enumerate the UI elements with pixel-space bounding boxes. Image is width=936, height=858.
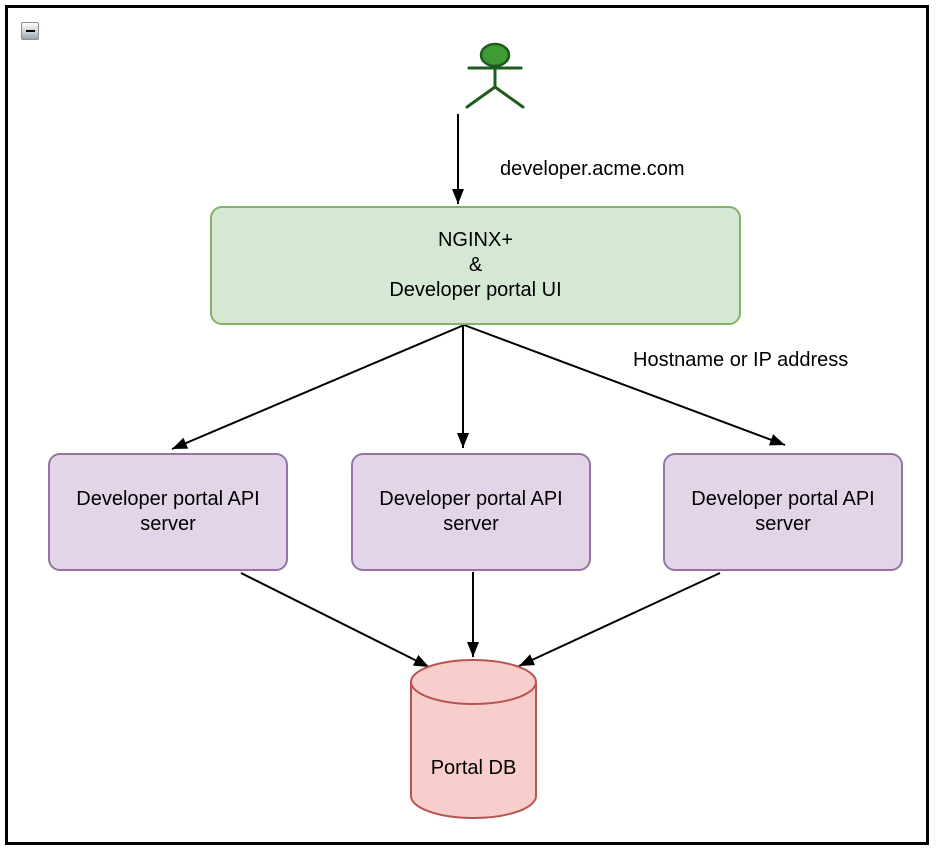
database-label: Portal DB: [430, 757, 517, 779]
user-actor-icon[interactable]: [465, 42, 525, 109]
database-cylinder-rim: [410, 681, 537, 705]
server-node-3[interactable]: Developer portal API server: [663, 453, 903, 571]
collapse-button[interactable]: [21, 22, 39, 40]
gateway-node[interactable]: NGINX+ & Developer portal UI: [210, 206, 741, 325]
server-label: Developer portal API server: [691, 488, 875, 535]
server-label: Developer portal API server: [379, 488, 563, 535]
server-label: Developer portal API server: [76, 488, 260, 535]
server-node-2[interactable]: Developer portal API server: [351, 453, 591, 571]
diagram-canvas: [171, 42, 786, 819]
server-node-1[interactable]: Developer portal API server: [48, 453, 288, 571]
diagram-frame: NGINX+ & Developer portal UI Developer p…: [5, 5, 929, 845]
edge-server-1-to-database: [240, 572, 430, 668]
edge-label-hostname-or-ip: Hostname or IP address: [633, 349, 849, 371]
gateway-label: NGINX+ & Developer portal UI: [389, 229, 562, 301]
actor-body: [465, 64, 525, 109]
edge-server-3-to-database: [518, 572, 721, 667]
collapse-minus-icon: [25, 30, 35, 32]
edge-gateway-to-server-1: [171, 324, 465, 450]
database-cylinder: [410, 659, 537, 819]
database-node[interactable]: [410, 659, 537, 819]
actor-head: [479, 42, 511, 68]
edge-gateway-to-server-3: [463, 324, 786, 446]
edge-label-developer-acme: developer.acme.com: [500, 158, 685, 180]
